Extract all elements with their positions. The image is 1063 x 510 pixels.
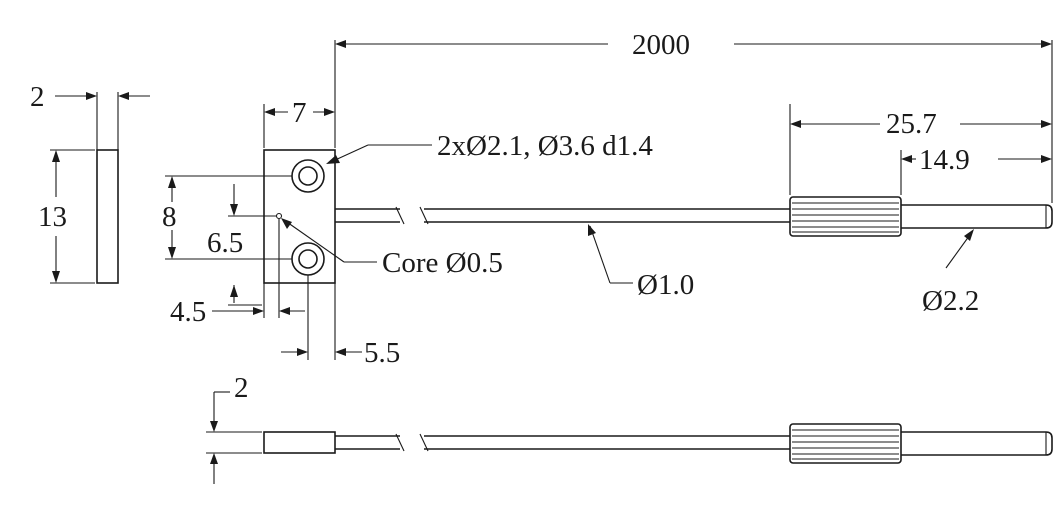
mount-hole-callout: 2xØ2.1, Ø3.6 d1.4 — [326, 130, 653, 164]
mount-holes-label: 2xØ2.1, Ø3.6 d1.4 — [437, 130, 653, 162]
head-width-dim: 7 — [263, 40, 336, 148]
tip-length-label: 14.9 — [919, 144, 970, 176]
thickness-top-label: 2 — [30, 81, 45, 113]
tip-diameter-label: Ø2.2 — [922, 285, 979, 317]
hole-horizontal-dim: 5.5 — [281, 275, 400, 369]
sensor-head — [263, 149, 336, 284]
fiber-cable-top — [335, 196, 1053, 237]
bottom-view — [263, 423, 1053, 464]
sleeve-length-dim: 25.7 — [789, 104, 1052, 195]
height-label: 13 — [38, 201, 67, 233]
core-vertical-label: 6.5 — [207, 227, 243, 259]
fiber-diameter-callout: Ø1.0 — [588, 224, 694, 301]
core-horizontal-dim: 4.5 — [170, 283, 305, 328]
thickness-bottom-dim: 2 — [206, 372, 262, 484]
sleeve-length-label: 25.7 — [886, 108, 937, 140]
knurled-sleeve — [789, 196, 902, 237]
thickness-bottom-label: 2 — [234, 372, 249, 404]
upper-mount-hole — [291, 159, 325, 193]
cable-length-dim: 2000 — [335, 29, 1053, 203]
hole-spacing-dim: 8 — [162, 175, 292, 260]
core-horizontal-label: 4.5 — [170, 296, 206, 328]
core-vertical-dim: 6.5 — [207, 184, 276, 306]
hole-spacing-label: 8 — [162, 201, 177, 233]
core-callout: Core Ø0.5 — [278, 218, 503, 318]
cable-length-label: 2000 — [632, 29, 690, 61]
head-width-label: 7 — [292, 97, 307, 129]
side-view: 2 13 — [30, 81, 150, 284]
hole-horizontal-label: 5.5 — [364, 337, 400, 369]
core-label: Core Ø0.5 — [382, 247, 503, 279]
probe-tip — [901, 204, 1053, 229]
lower-mount-hole — [291, 242, 325, 276]
core-point — [275, 212, 283, 220]
tip-length-dim: 14.9 — [900, 144, 1052, 195]
tip-diameter-callout: Ø2.2 — [922, 229, 979, 317]
fiber-diameter-label: Ø1.0 — [637, 269, 694, 301]
